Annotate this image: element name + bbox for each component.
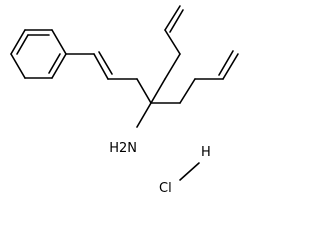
ring-bond: [10, 29, 26, 55]
chemical-structure-diagram: H2N Cl H: [10, 5, 239, 196]
chloride-label: Cl: [159, 181, 172, 196]
double-bond: [164, 5, 181, 31]
amine-label: H2N: [109, 141, 137, 156]
benzene-ring: [10, 29, 67, 79]
ring-inner-bond: [48, 53, 61, 74]
double-bond: [93, 53, 109, 80]
single-bond: [136, 78, 152, 104]
single-bond: [136, 102, 152, 128]
double-bond-inner: [218, 50, 234, 76]
double-bond-inner: [169, 9, 184, 33]
ring-inner-bond: [16, 34, 29, 55]
hcl-bond: [179, 162, 200, 181]
double-bond: [222, 53, 239, 80]
single-bond: [150, 78, 166, 104]
hydrogen-label: H: [201, 145, 211, 160]
single-bond: [164, 53, 181, 80]
single-bond: [164, 29, 181, 55]
double-bond-inner: [98, 51, 113, 75]
ring-bond: [51, 29, 67, 55]
ring-bond: [51, 53, 67, 79]
single-bond: [179, 78, 196, 104]
ring-bond: [10, 53, 26, 79]
